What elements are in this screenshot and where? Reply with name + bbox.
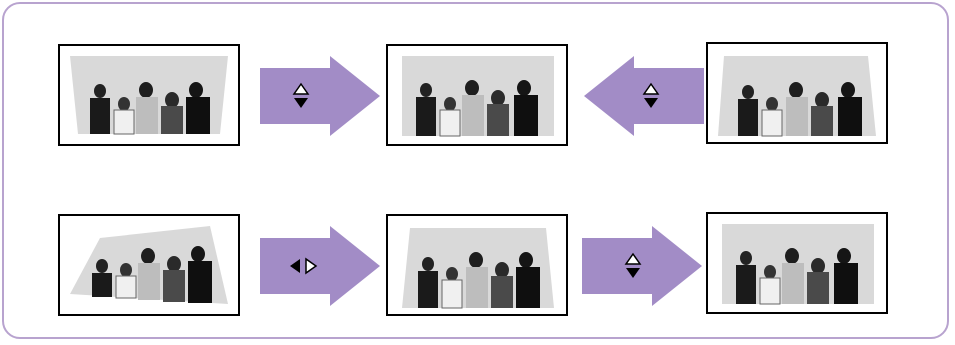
group-photo-image (708, 44, 886, 142)
frame-keystone-top-wider (58, 44, 240, 146)
up-down-filled-icon (638, 81, 664, 111)
frame-fully-corrected (706, 212, 888, 314)
frame-horizontally-corrected (386, 214, 568, 316)
group-photo-image (60, 216, 238, 314)
group-photo-image (388, 46, 566, 144)
keystone-correction-panel (2, 2, 949, 339)
group-photo-image (60, 46, 238, 144)
frame-keystone-skewed (58, 214, 240, 316)
group-photo-image (388, 216, 566, 314)
arrow-left-1 (584, 56, 704, 136)
frame-corrected-result-1 (386, 44, 568, 146)
up-down-filled-icon (620, 251, 646, 281)
arrow-right-2 (260, 226, 380, 306)
frame-keystone-bottom-wider (706, 42, 888, 144)
group-photo-image (708, 214, 886, 312)
arrow-right-3 (582, 226, 702, 306)
up-down-icon (288, 81, 314, 111)
left-right-icon (286, 251, 320, 281)
arrow-right-1 (260, 56, 380, 136)
